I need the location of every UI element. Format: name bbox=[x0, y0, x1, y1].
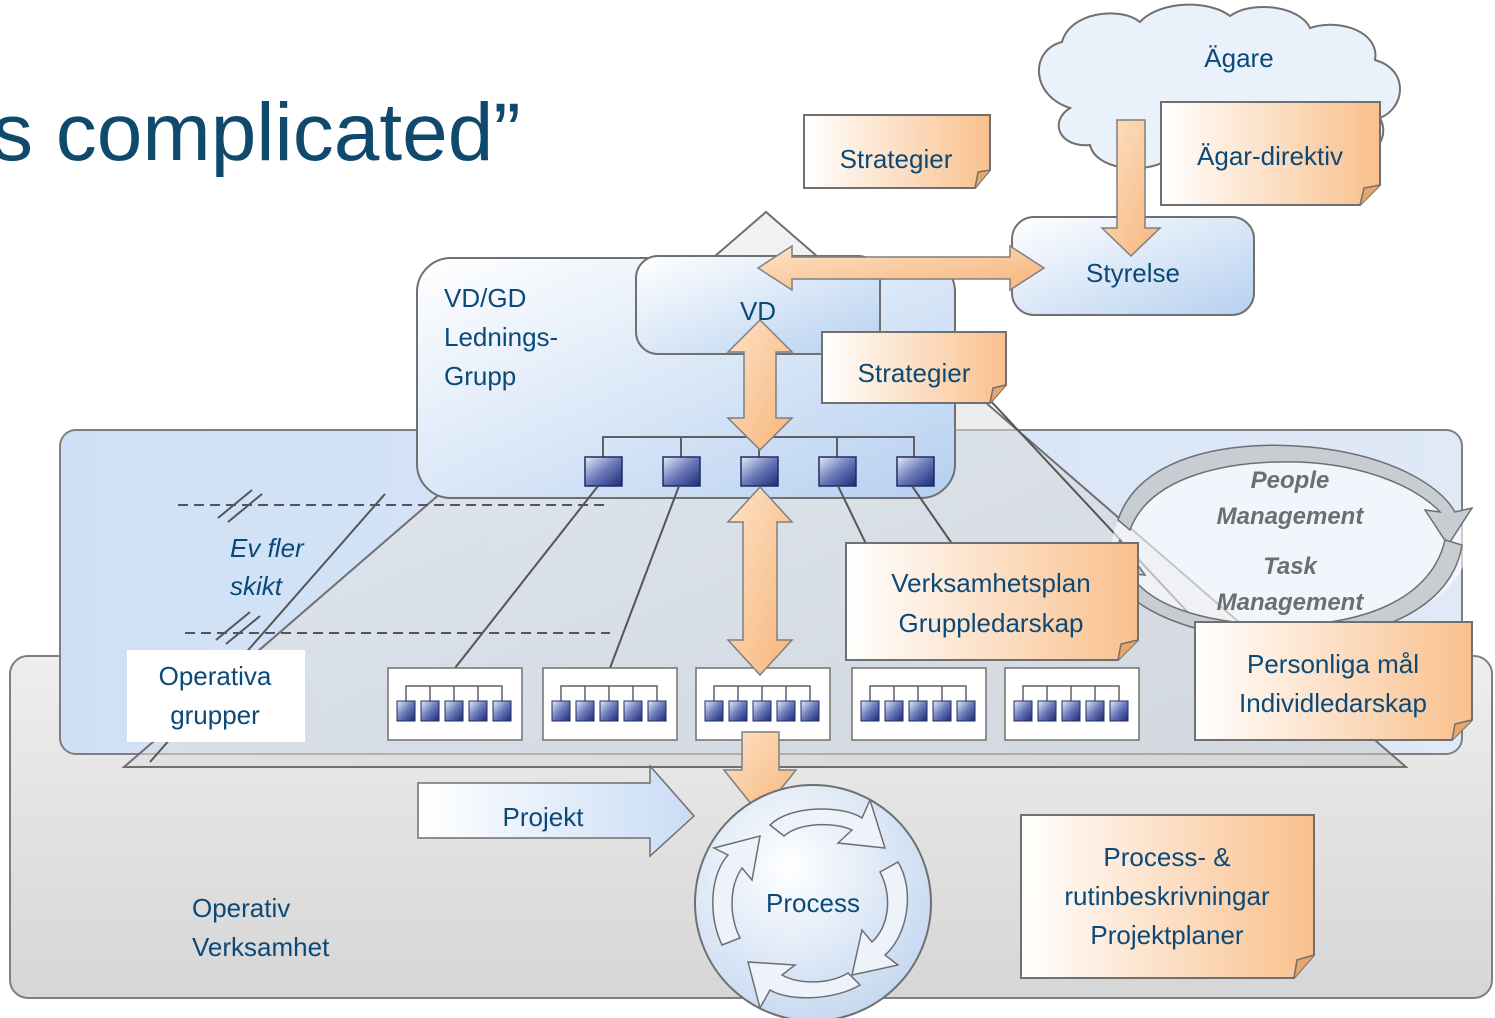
manager-node bbox=[662, 456, 701, 487]
operative-group-box bbox=[542, 667, 678, 741]
manager-node bbox=[818, 456, 857, 487]
member-node bbox=[1061, 700, 1081, 722]
ceo-label: VD bbox=[740, 296, 776, 326]
member-node bbox=[908, 700, 928, 722]
board-label: Styrelse bbox=[1086, 258, 1180, 288]
member-node bbox=[956, 700, 976, 722]
member-node bbox=[932, 700, 952, 722]
member-node bbox=[884, 700, 904, 722]
note-owner-directive bbox=[1160, 101, 1381, 206]
break-mark-upper bbox=[217, 489, 263, 523]
page-title: s complicated” bbox=[0, 87, 521, 178]
break-mark-lower bbox=[215, 611, 261, 645]
operative-group-box bbox=[1004, 667, 1140, 741]
process-cycle-arrows bbox=[711, 797, 909, 1011]
strategies-top-label: Strategier bbox=[840, 144, 953, 174]
ceo-to-managers-arrow bbox=[726, 318, 794, 452]
member-node bbox=[1037, 700, 1057, 722]
member-node bbox=[1013, 700, 1033, 722]
task-management-label-2: Management bbox=[1217, 589, 1365, 616]
member-node bbox=[575, 700, 595, 722]
operative-group-boxes bbox=[387, 667, 1140, 741]
task-management-label-1: Task bbox=[1263, 553, 1318, 580]
member-node bbox=[647, 700, 667, 722]
owner-cloud-label: Ägare bbox=[1204, 43, 1273, 73]
member-node bbox=[623, 700, 643, 722]
member-node bbox=[599, 700, 619, 722]
process-docs-label-3: Projektplaner bbox=[1090, 920, 1244, 950]
member-node bbox=[396, 700, 416, 722]
process-docs-label-1: Process- & bbox=[1103, 842, 1230, 872]
strategies-mid-label: Strategier bbox=[858, 358, 971, 388]
member-node bbox=[860, 700, 880, 722]
operative-group-box bbox=[695, 667, 831, 741]
people-management-label-1: People bbox=[1251, 467, 1330, 494]
operative-business-label-1: Operativ bbox=[192, 893, 290, 923]
operative-groups-label-2: grupper bbox=[170, 700, 260, 730]
operative-business-label-2: Verksamhet bbox=[192, 932, 330, 962]
member-node bbox=[492, 700, 512, 722]
manager-node bbox=[740, 456, 779, 487]
management-group-label-1: VD/GD bbox=[444, 283, 526, 313]
process-label: Process bbox=[766, 888, 860, 918]
personal-goals-label-1: Personliga mål bbox=[1247, 649, 1419, 679]
operative-groups-label-1: Operativa bbox=[159, 661, 272, 691]
member-node bbox=[704, 700, 724, 722]
people-management-label-2: Management bbox=[1217, 503, 1365, 530]
management-cycle bbox=[1096, 444, 1474, 642]
management-group-label-3: Grupp bbox=[444, 361, 516, 391]
process-docs-label-2: rutinbeskrivningar bbox=[1064, 881, 1270, 911]
personal-goals-label-2: Individledarskap bbox=[1239, 688, 1427, 718]
project-label: Projekt bbox=[503, 802, 585, 832]
managers-to-groups-arrow bbox=[726, 485, 794, 677]
member-node bbox=[551, 700, 571, 722]
operative-group-box bbox=[851, 667, 987, 741]
member-node bbox=[444, 700, 464, 722]
ceo-board-double-arrow bbox=[756, 244, 1046, 292]
member-node bbox=[728, 700, 748, 722]
operative-group-box bbox=[387, 667, 523, 741]
note-process-docs bbox=[1020, 814, 1315, 979]
note-strategies-top bbox=[803, 114, 991, 189]
more-layers-label-2: skikt bbox=[230, 571, 284, 601]
member-node bbox=[752, 700, 772, 722]
note-business-plan bbox=[845, 542, 1139, 661]
member-node bbox=[468, 700, 488, 722]
directive-down-arrow bbox=[1100, 119, 1162, 258]
owner-directive-label: Ägar-direktiv bbox=[1197, 141, 1343, 171]
management-group-label-2: Lednings- bbox=[444, 322, 558, 352]
member-node bbox=[776, 700, 796, 722]
business-plan-label-1: Verksamhetsplan bbox=[891, 568, 1090, 598]
more-layers-label-1: Ev fler bbox=[230, 533, 305, 563]
operative-groups-label-bg bbox=[127, 650, 305, 742]
member-node bbox=[1085, 700, 1105, 722]
manager-node bbox=[584, 456, 623, 487]
member-node bbox=[1109, 700, 1129, 722]
member-node bbox=[800, 700, 820, 722]
member-node bbox=[420, 700, 440, 722]
manager-node bbox=[896, 456, 935, 487]
note-strategies-mid bbox=[821, 331, 1007, 404]
note-personal-goals bbox=[1194, 621, 1473, 741]
project-arrow bbox=[417, 764, 696, 858]
business-plan-label-2: Gruppledarskap bbox=[899, 608, 1084, 638]
